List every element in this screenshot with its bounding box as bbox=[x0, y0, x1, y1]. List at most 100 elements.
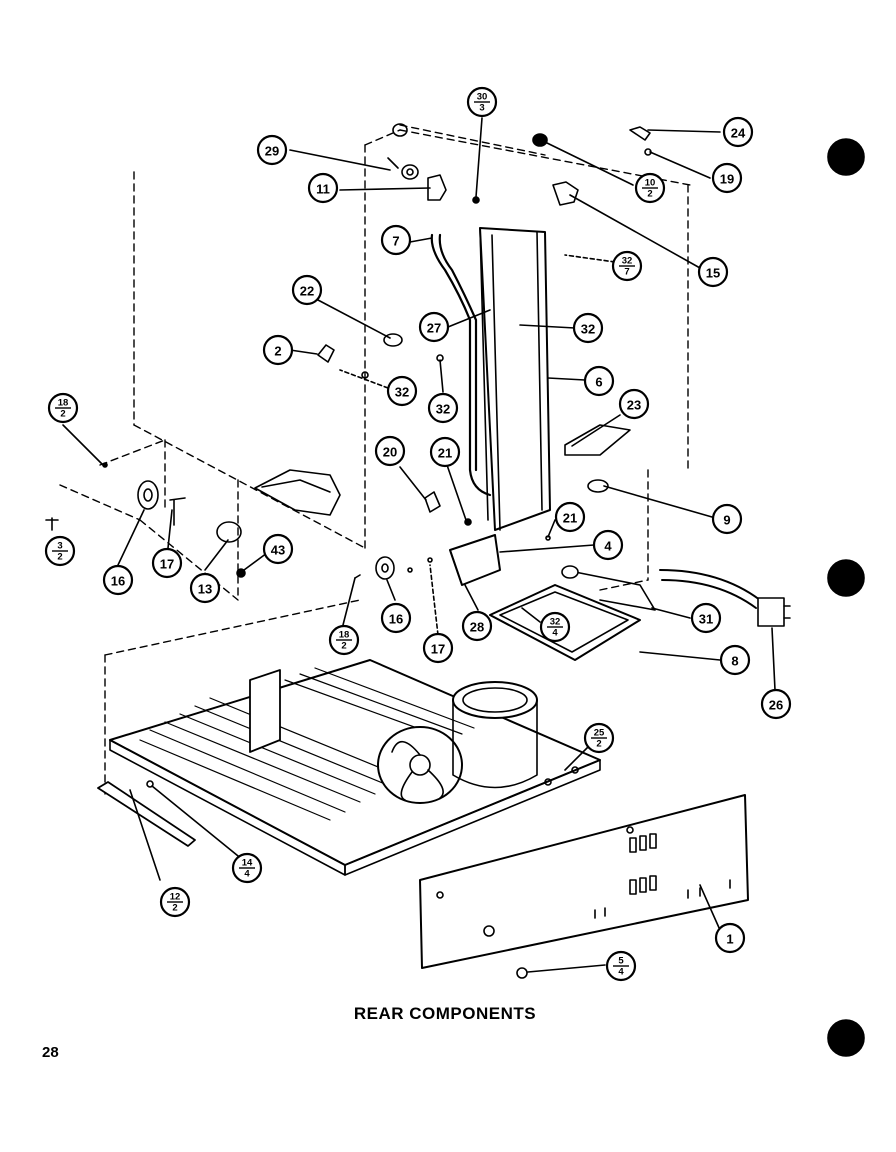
callout-label-bottom: 2 bbox=[172, 903, 177, 914]
callout-c13: 13 bbox=[189, 572, 221, 604]
callout-bubbles: 1245467891021112213144151616171718218219… bbox=[44, 86, 792, 982]
left-hardware bbox=[45, 462, 433, 580]
callout-label: 20 bbox=[383, 445, 397, 460]
callout-label: 22 bbox=[300, 284, 314, 299]
callout-circle bbox=[690, 602, 722, 634]
callout-circle bbox=[461, 610, 493, 642]
callout-label: 31 bbox=[699, 612, 713, 627]
callout-c11: 11 bbox=[307, 172, 339, 204]
callout-circle bbox=[374, 435, 406, 467]
callout-c16a: 16 bbox=[102, 564, 134, 596]
callout-label-top: 30 bbox=[477, 92, 488, 103]
upper-fittings bbox=[387, 123, 652, 206]
callout-circle bbox=[291, 274, 323, 306]
callout-circle bbox=[722, 116, 754, 148]
callout-label-bottom: 2 bbox=[596, 739, 601, 750]
callout-circle bbox=[592, 529, 624, 561]
callout-c8: 8 bbox=[719, 644, 751, 676]
callout-label: 21 bbox=[438, 446, 452, 461]
callout-c23: 23 bbox=[618, 388, 650, 420]
callout-label-bottom: 4 bbox=[618, 967, 624, 978]
base-rail bbox=[97, 780, 196, 847]
callout-label: 32 bbox=[436, 402, 450, 417]
rear-duct-channel bbox=[479, 227, 551, 531]
callout-c16b: 16 bbox=[380, 602, 412, 634]
drain-pan bbox=[489, 565, 656, 661]
callout-label: 32 bbox=[581, 322, 595, 337]
diagram-title: REAR COMPONENTS bbox=[353, 1004, 537, 1023]
callout-c30-3: 303 bbox=[466, 86, 498, 118]
callout-circle bbox=[697, 256, 729, 288]
callout-circle bbox=[711, 162, 743, 194]
callout-c6: 6 bbox=[583, 365, 615, 397]
callout-circle bbox=[189, 572, 221, 604]
callout-c24: 24 bbox=[722, 116, 754, 148]
callout-circle bbox=[760, 688, 792, 720]
callout-circle bbox=[711, 503, 743, 535]
callout-c26: 26 bbox=[760, 688, 792, 720]
callout-label: 24 bbox=[731, 126, 746, 141]
callout-c3-2: 32 bbox=[44, 535, 76, 567]
callout-label: 2 bbox=[274, 344, 281, 359]
callout-label-bottom: 2 bbox=[60, 409, 65, 420]
callout-c17b: 17 bbox=[422, 632, 454, 664]
binder-hole-middle bbox=[827, 559, 865, 597]
callout-circle bbox=[386, 375, 418, 407]
callout-label: 21 bbox=[563, 511, 577, 526]
callout-label-top: 32 bbox=[622, 256, 633, 267]
callout-label: 32 bbox=[395, 385, 409, 400]
callout-circle bbox=[422, 632, 454, 664]
callout-label: 8 bbox=[731, 654, 738, 669]
callout-label-bottom: 3 bbox=[479, 103, 484, 114]
binder-hole-top bbox=[827, 138, 865, 176]
callout-label: 28 bbox=[470, 620, 484, 635]
callout-circle bbox=[583, 365, 615, 397]
callout-label: 43 bbox=[271, 543, 285, 558]
callout-label-bottom: 2 bbox=[57, 552, 62, 563]
callout-circle bbox=[719, 644, 751, 676]
callout-circle bbox=[102, 564, 134, 596]
callout-circle bbox=[262, 533, 294, 565]
callout-label: 13 bbox=[198, 582, 212, 597]
callout-c2: 2 bbox=[262, 334, 294, 366]
binder-hole-bottom bbox=[827, 1019, 865, 1057]
callout-c12-2: 122 bbox=[159, 886, 191, 918]
callout-label-bottom: 2 bbox=[341, 641, 346, 652]
callout-c32b: 32 bbox=[386, 375, 418, 407]
callout-c32-7: 327 bbox=[611, 250, 643, 282]
callout-c17a: 17 bbox=[151, 547, 183, 579]
callout-c7: 7 bbox=[380, 224, 412, 256]
callout-label-bottom: 4 bbox=[244, 869, 250, 880]
callout-circle bbox=[572, 312, 604, 344]
leader-lines bbox=[62, 117, 776, 973]
callout-label: 27 bbox=[427, 321, 441, 336]
callout-label-top: 12 bbox=[170, 892, 181, 903]
callout-label: 26 bbox=[769, 698, 783, 713]
callout-label-bottom: 2 bbox=[647, 189, 652, 200]
callout-label: 6 bbox=[595, 375, 602, 390]
callout-circle bbox=[714, 922, 746, 954]
callout-label: 17 bbox=[160, 557, 174, 572]
callout-label: 17 bbox=[431, 642, 445, 657]
callout-label-bottom: 4 bbox=[552, 628, 558, 639]
page-number: 28 bbox=[42, 1044, 59, 1061]
callout-label-top: 18 bbox=[58, 398, 69, 409]
callout-c14-4: 144 bbox=[231, 852, 263, 884]
callout-c29: 29 bbox=[256, 134, 288, 166]
callout-c31: 31 bbox=[690, 602, 722, 634]
callout-c32a: 32 bbox=[572, 312, 604, 344]
callout-label-top: 10 bbox=[645, 178, 656, 189]
callout-c10-2: 102 bbox=[634, 172, 666, 204]
callout-circle bbox=[262, 334, 294, 366]
callout-c20: 20 bbox=[374, 435, 406, 467]
callout-c21a: 21 bbox=[429, 436, 461, 468]
callout-c1: 1 bbox=[714, 922, 746, 954]
callout-label: 11 bbox=[316, 182, 330, 197]
callout-label: 4 bbox=[604, 539, 612, 554]
callout-c15: 15 bbox=[697, 256, 729, 288]
tubing bbox=[430, 233, 492, 497]
callout-label: 23 bbox=[627, 398, 641, 413]
callout-label-top: 3 bbox=[57, 541, 62, 552]
